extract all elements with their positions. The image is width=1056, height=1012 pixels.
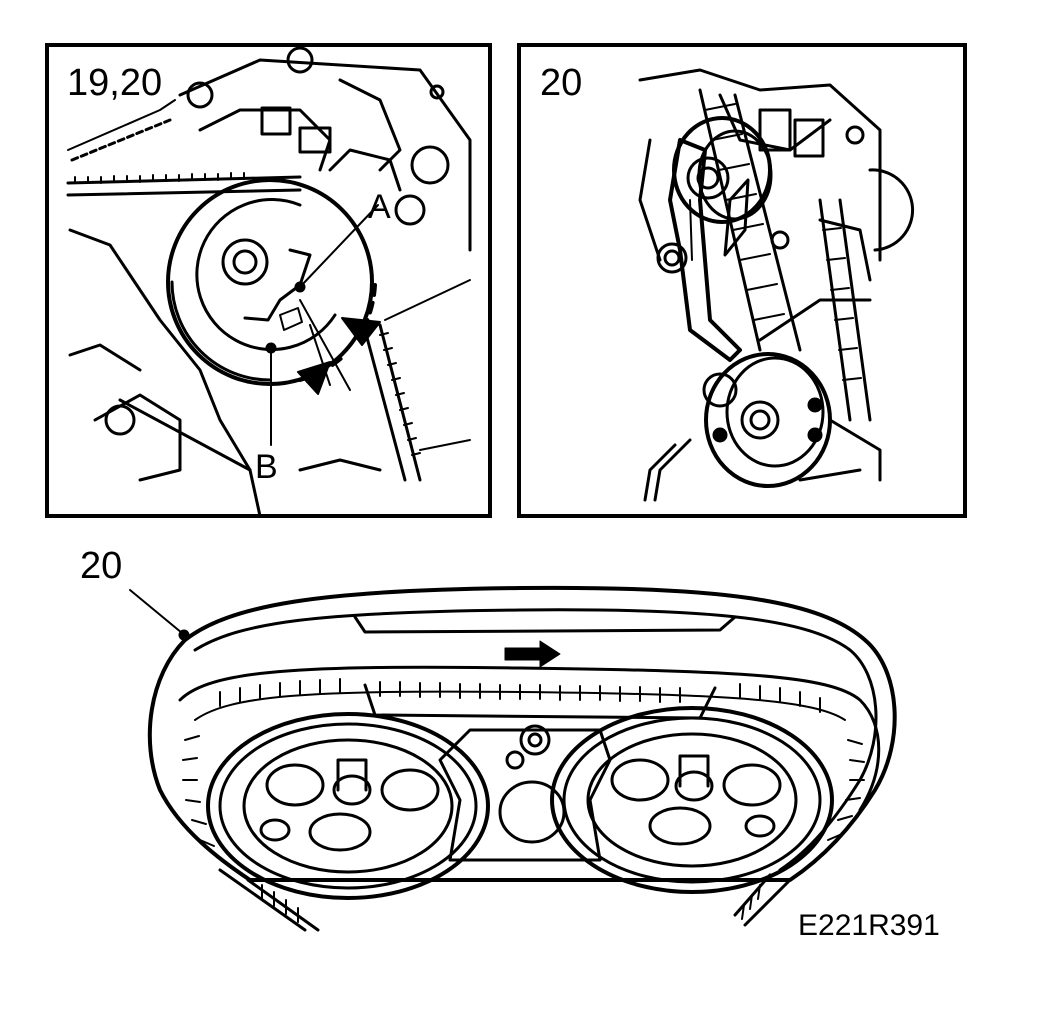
- arrow-icon: [341, 317, 381, 346]
- panel-left-frame: [45, 43, 492, 518]
- panel-left-number: 19,20: [67, 62, 162, 104]
- callout-a-label: A: [368, 188, 391, 226]
- adjustment-tool: [656, 138, 750, 362]
- belt-segment-top: [66, 99, 302, 197]
- panel-right-frame: [517, 43, 967, 518]
- panel-right: 20: [517, 43, 967, 518]
- rotation-arrows: [297, 283, 381, 395]
- callout-leaders: [265, 204, 379, 446]
- figure-code: E221R391: [798, 909, 940, 942]
- leader-line: [129, 589, 183, 634]
- camshaft-pulley-right: [550, 706, 834, 894]
- arrow-icon: [297, 361, 331, 395]
- belt-teeth: [182, 678, 865, 847]
- lower-pulley: [643, 352, 832, 502]
- engine-block-detail: [638, 68, 914, 482]
- direction-arrow-icon: [504, 640, 561, 668]
- belt-cover-outer: [147, 585, 897, 882]
- belt-segment-right: [363, 279, 471, 482]
- camshaft-pulley-left: [206, 712, 490, 900]
- panel-right-number: 20: [540, 62, 582, 104]
- belt-cover-inner: [193, 608, 878, 872]
- panel-bottom: [129, 585, 897, 932]
- panel-bottom-number: 20: [80, 545, 122, 587]
- callout-b-label: B: [255, 448, 278, 486]
- engine-casting: [68, 46, 472, 516]
- panel-left: 19,20 A B: [45, 43, 492, 518]
- belt-lower-runs: [218, 868, 792, 932]
- timing-belt: [178, 665, 881, 812]
